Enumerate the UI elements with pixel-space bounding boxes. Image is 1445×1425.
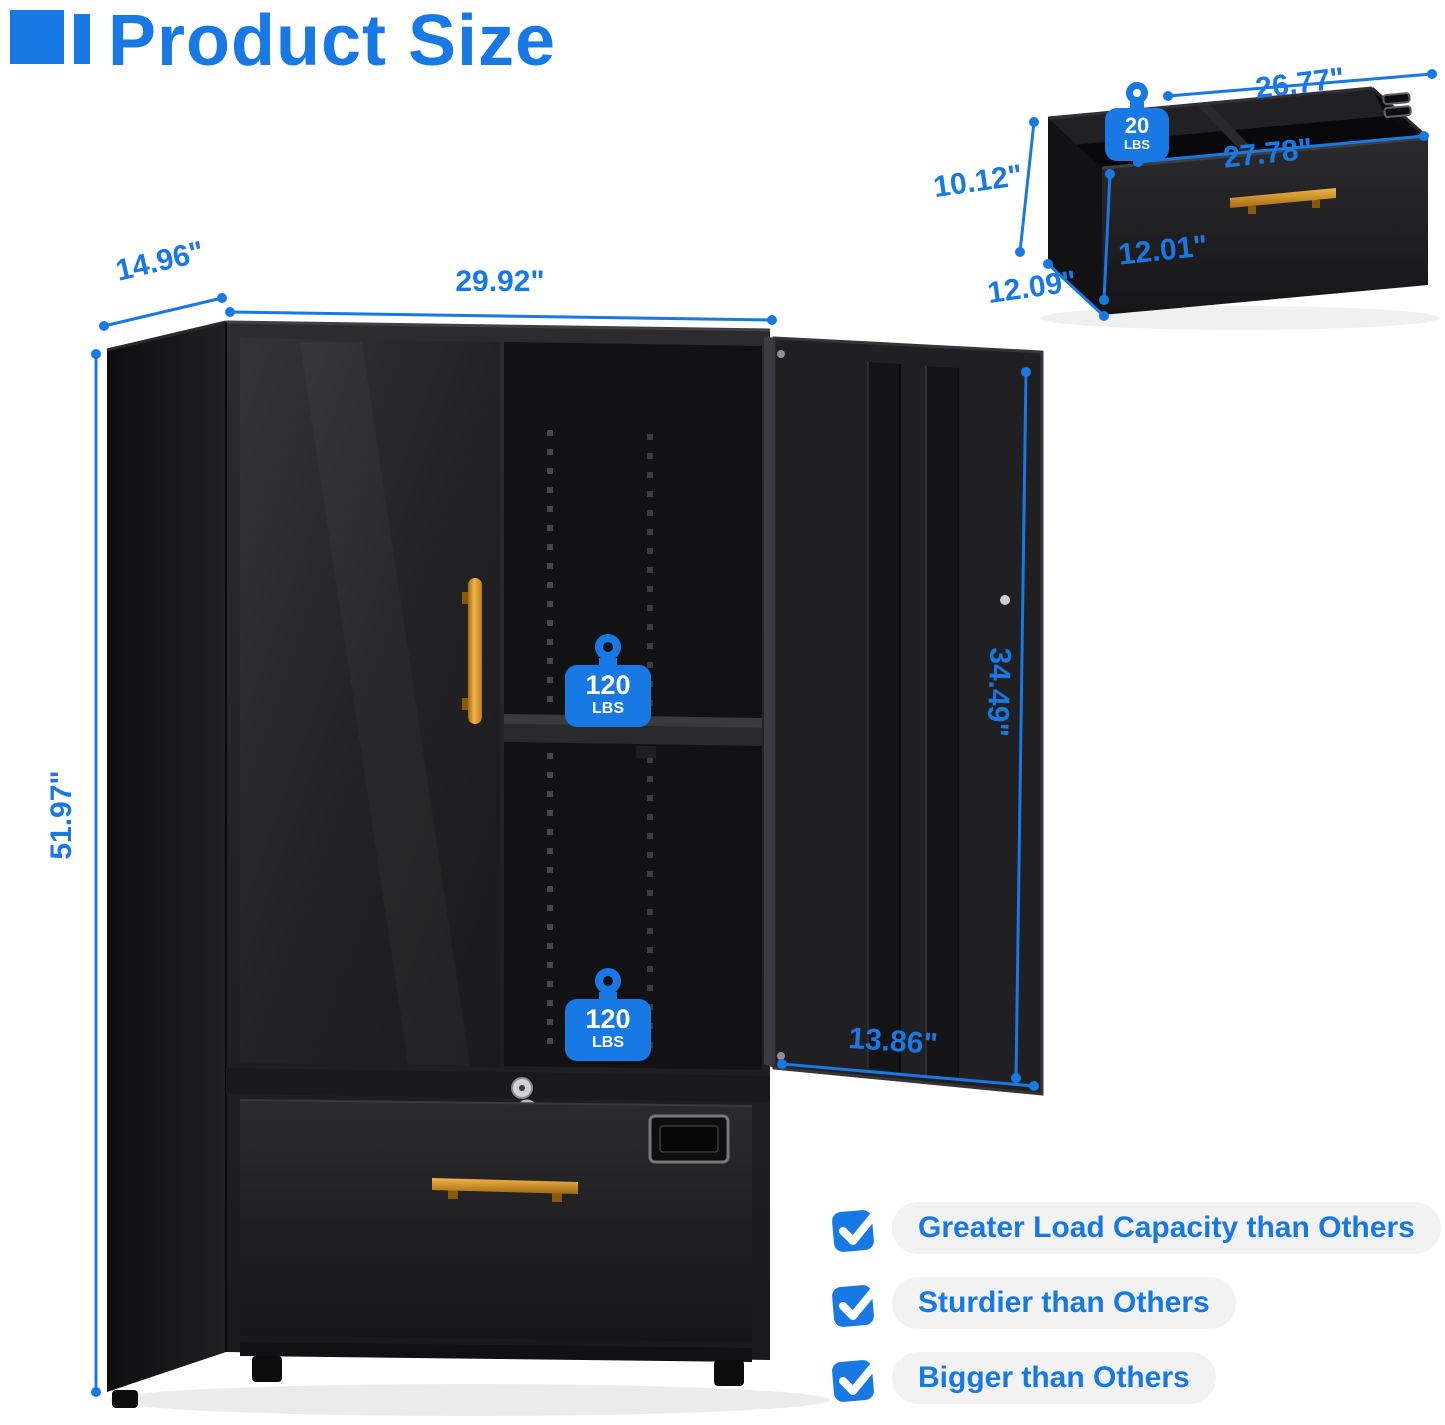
page-title: Product Size <box>108 1 557 81</box>
cabinet-drawer <box>239 1099 753 1342</box>
cabinet-width-label: 29.92" <box>455 265 545 298</box>
left-door-handle <box>468 578 482 724</box>
drawer-divider <box>1196 103 1254 152</box>
drawer-shadow <box>1040 306 1440 330</box>
door-lock-cylinder <box>1000 595 1010 605</box>
title-accent-bar <box>74 14 90 64</box>
checkmark-icon <box>832 1209 880 1252</box>
door-width-dimline <box>777 1059 1039 1091</box>
capacity-unit: LBS <box>1124 137 1150 153</box>
hinge-screw-top <box>777 350 785 358</box>
cabinet-base <box>112 1342 752 1408</box>
weight-icon <box>1126 82 1148 104</box>
feature-label: Greater Load Capacity than Others <box>892 1202 1441 1254</box>
drawer-capacity-badge: 20 LBS <box>1105 82 1169 162</box>
feature-item: Bigger than Others <box>830 1352 1216 1404</box>
shelf-capacity-badge-bottom: 120 LBS <box>565 968 651 1062</box>
drawer-slot-detail <box>1382 92 1412 118</box>
checkmark-icon <box>832 1359 880 1402</box>
cabinet-midrail <box>226 1068 770 1102</box>
hinge-screw-bottom <box>777 1052 785 1060</box>
feature-item: Greater Load Capacity than Others <box>830 1202 1441 1254</box>
cabinet-width-dimline <box>225 307 777 325</box>
drawer-top-width-dimline <box>1163 69 1437 101</box>
door-height-label: 34.49" <box>980 646 1017 738</box>
title-accent-square <box>10 10 64 64</box>
feature-item: Sturdier than Others <box>830 1277 1236 1329</box>
drawer-front-height-dimline <box>1099 169 1115 305</box>
feature-label: Bigger than Others <box>892 1352 1216 1404</box>
drawer-front-face <box>1102 138 1428 315</box>
shelf-capacity-badge-top: 120 LBS <box>565 634 651 728</box>
capacity-value: 120 <box>585 670 631 700</box>
cabinet-depth-dimline <box>99 293 227 331</box>
drawer-depth-dimline <box>1043 259 1109 321</box>
cabinet-shadow <box>110 1384 830 1416</box>
capacity-value: 20 <box>1124 113 1150 138</box>
capacity-unit: LBS <box>592 1034 624 1052</box>
door-width-label: 13.86" <box>847 1021 939 1062</box>
drawer-handle <box>432 1178 578 1194</box>
door-height-dimline <box>1011 367 1031 1083</box>
cabinet-height-label: 51.97" <box>45 770 78 860</box>
drawer-left-side <box>1048 118 1102 315</box>
capacity-unit: LBS <box>592 700 624 718</box>
feature-label: Sturdier than Others <box>892 1277 1236 1329</box>
drawer-side-height-dimline <box>1015 117 1039 257</box>
dimension-lines <box>91 69 1437 1397</box>
checkmark-icon <box>832 1284 880 1327</box>
cabinet-height-dimline <box>91 349 101 1397</box>
capacity-value: 120 <box>585 1004 631 1034</box>
weight-icon <box>595 634 621 660</box>
cabinet-left-door <box>240 338 500 1068</box>
weight-icon <box>595 968 621 994</box>
drawer-front-handle <box>1230 188 1336 208</box>
cabinet-open-door <box>764 336 1044 1096</box>
